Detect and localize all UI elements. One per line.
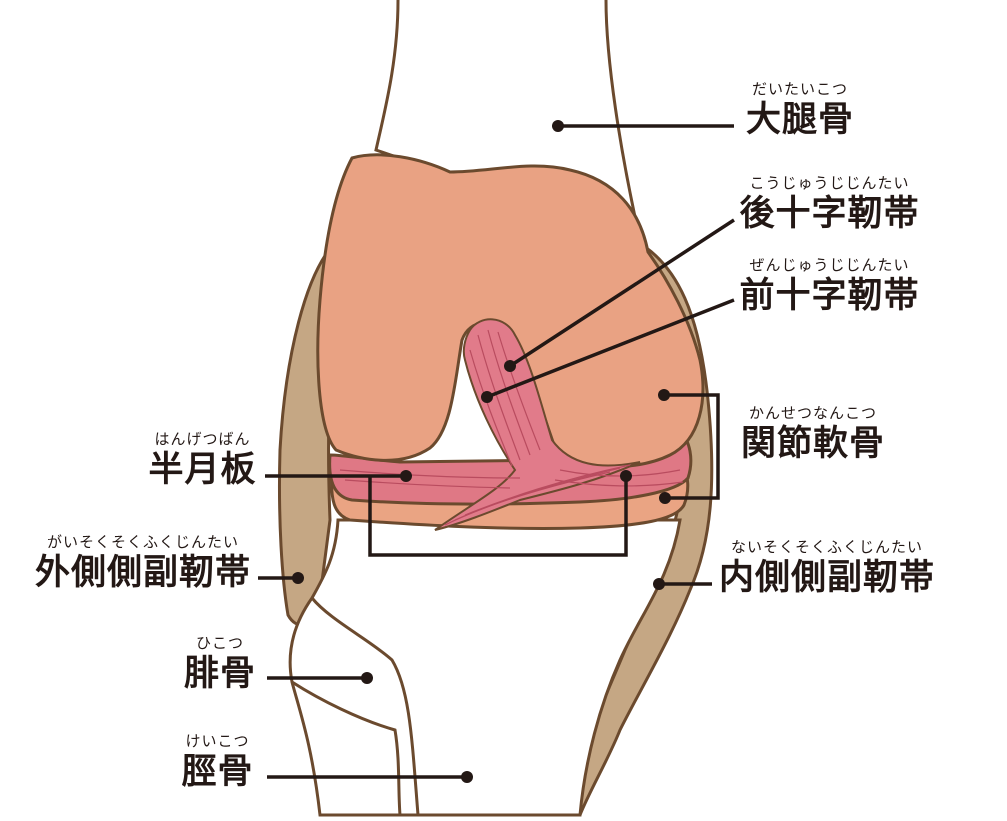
label-femur: だいたいこつ 大腿骨 bbox=[730, 82, 870, 138]
fibula-inner bbox=[291, 680, 402, 816]
tibia bbox=[288, 518, 682, 817]
text-lcl: 外側側副靭帯 bbox=[34, 553, 251, 593]
ruby-femur: だいたいこつ bbox=[751, 80, 848, 98]
label-lcl: がいそくそくふくじんたい 外側側副靭帯 bbox=[28, 535, 258, 591]
ruby-meniscus: はんげつばん bbox=[154, 430, 251, 448]
ruby-acl: ぜんじゅうじじんたい bbox=[749, 256, 910, 274]
ligament-fibers bbox=[339, 329, 684, 526]
text-acl: 前十字靭帯 bbox=[739, 276, 920, 316]
ruby-lcl: がいそくそくふくじんたい bbox=[46, 533, 239, 551]
leader-cartilage bbox=[664, 393, 720, 500]
label-acl: ぜんじゅうじじんたい 前十字靭帯 bbox=[722, 258, 937, 314]
label-tibia: けいこつ 脛骨 bbox=[170, 734, 265, 790]
ruby-cartilage: かんせつなんこつ bbox=[748, 404, 877, 422]
leader-pcl bbox=[509, 218, 735, 368]
ruby-pcl: こうじゅうじじんたい bbox=[749, 174, 910, 192]
leader-lines bbox=[258, 124, 735, 779]
text-meniscus: 半月板 bbox=[148, 450, 257, 490]
ruby-fibula: ひこつ bbox=[195, 634, 244, 652]
text-femur: 大腿骨 bbox=[745, 100, 854, 140]
ruby-mcl: ないそくそくふくじんたい bbox=[730, 538, 923, 556]
text-tibia: 脛骨 bbox=[181, 752, 254, 792]
ruby-tibia: けいこつ bbox=[185, 732, 250, 750]
label-fibula: ひこつ 腓骨 bbox=[175, 636, 265, 692]
label-pcl: こうじゅうじじんたい 後十字靭帯 bbox=[722, 176, 937, 232]
label-mcl: ないそくそくふくじんたい 内側側副靭帯 bbox=[712, 540, 942, 596]
text-mcl: 内側側副靭帯 bbox=[718, 558, 935, 598]
label-meniscus: はんげつばん 半月板 bbox=[140, 432, 265, 488]
text-pcl: 後十字靭帯 bbox=[739, 194, 920, 234]
label-cartilage: かんせつなんこつ 関節軟骨 bbox=[728, 406, 898, 462]
text-fibula: 腓骨 bbox=[183, 654, 256, 694]
leader-dots bbox=[292, 120, 671, 783]
leader-meniscus-bracket bbox=[368, 476, 628, 557]
text-cartilage: 関節軟骨 bbox=[740, 424, 885, 464]
leader-acl bbox=[486, 298, 735, 399]
fibula bbox=[310, 597, 420, 816]
